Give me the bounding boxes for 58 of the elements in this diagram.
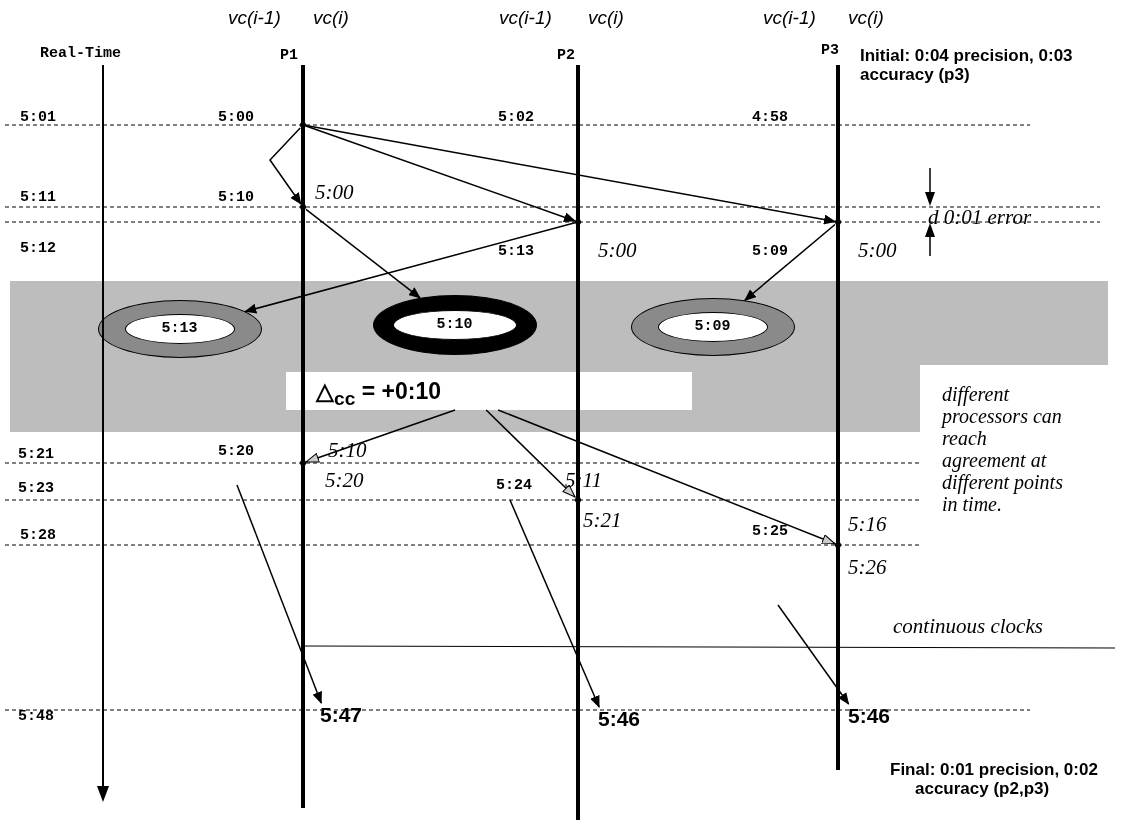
vector-clock-label: vc(i) [588,7,624,29]
error-label: d 0:01 error [928,205,1032,229]
arrow [269,127,302,205]
vector-clock-label: vc(i-1) [763,7,816,29]
arrow [305,208,421,299]
adjustment-box: △$_{cc}$ = +0:10 [286,372,692,410]
clock-reading: 5:25 [752,523,788,541]
clock-reading: 5:00 [315,180,354,204]
process-label: P1 [280,47,298,65]
final-note: Final: 0:01 precision, 0:02 accuracy (p2,p3) [890,760,1099,798]
arrow [305,124,836,225]
clock-reading: 5:00 [858,238,897,262]
process-label: P2 [557,47,575,65]
arrow [485,409,576,498]
vector-clock-label: vc(i) [313,7,349,29]
arrow [244,222,576,314]
clock-value: 5:13 [124,313,235,344]
clock-reading: 5:16 [848,512,887,536]
clock-reading: 5:10 [218,189,254,207]
final-clock-value: 5:46 [598,707,641,732]
annotation-label: continuous clocks [893,614,1043,638]
initial-note: Initial: 0:04 precision, 0:03 accuracy (p3) [860,46,1074,84]
final-clock-value: 5:46 [848,704,891,729]
arrow [305,409,456,463]
vector-clock-label: vc(i) [848,7,884,29]
vector-clock-label: vc(i-1) [228,7,281,29]
arrow [777,604,850,705]
clock-reading: 5:20 [218,443,254,461]
clock-reading: 5:21 [583,508,622,532]
arrow [236,484,322,704]
agreement-band [10,281,1108,432]
time-label: 5:23 [18,480,54,498]
clock-reading: 5:00 [218,109,254,127]
clock-value: 5:10 [392,309,517,340]
clock-reading: 5:09 [752,243,788,261]
clock-value: 5:09 [657,311,768,342]
note-text: different processors can reach agreement at different points in time. [942,383,1064,515]
vector-clock-label: vc(i-1) [499,7,552,29]
arrow [509,499,600,708]
clock-reading: 5:24 [496,477,532,495]
time-label: 5:12 [20,240,56,258]
clock-reading: 5:13 [498,243,534,261]
clock-reading: 5:20 [325,468,364,492]
time-label: 5:48 [18,708,54,726]
process-label: P3 [821,42,839,60]
clock-reading: 4:58 [752,109,788,127]
final-clock-value: 5:47 [320,703,363,728]
clock-reading: 5:26 [848,555,887,579]
axis-label: Real-Time [40,45,121,63]
clock-reading: 5:00 [598,238,637,262]
clock-reading: 5:02 [498,109,534,127]
time-label: 5:28 [20,527,56,545]
arrow [744,223,836,301]
arrow [497,409,836,545]
time-label: 5:01 [20,109,56,127]
time-label: 5:11 [20,189,56,207]
time-label: 5:21 [18,446,54,464]
arrow [305,125,576,222]
